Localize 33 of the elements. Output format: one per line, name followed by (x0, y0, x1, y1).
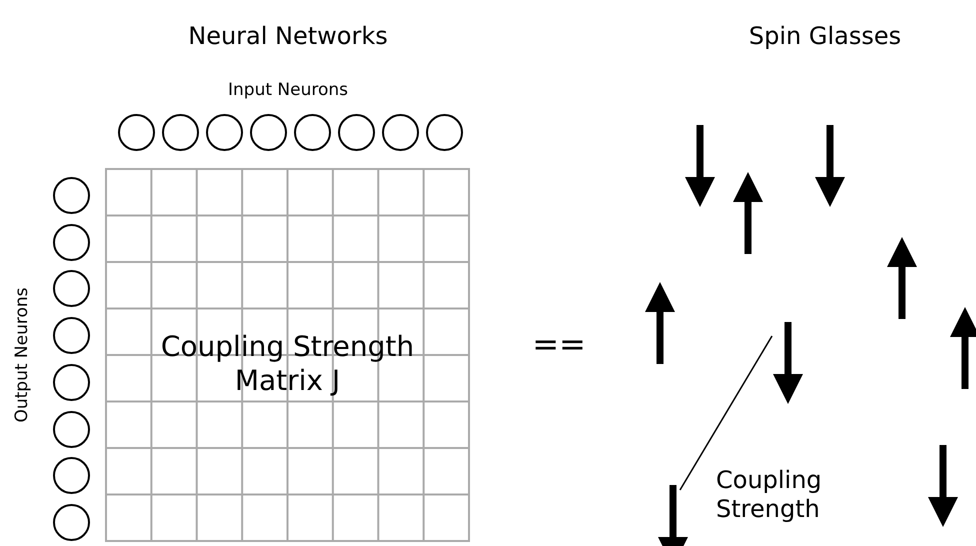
neuron-circle (294, 114, 331, 151)
neuron-circle (53, 364, 90, 401)
neuron-circle (162, 114, 199, 151)
axis-label: Input Neurons (226, 80, 350, 100)
coupling-line (679, 336, 773, 490)
spin-arrow (927, 445, 959, 527)
spin-arrow (886, 237, 918, 319)
spin-arrow (657, 485, 689, 546)
neuron-circle (53, 270, 90, 308)
neuron-circle (382, 114, 419, 151)
neuron-circle (53, 317, 90, 354)
heading: Spin Glasses (748, 22, 902, 50)
spin-arrow (814, 125, 846, 207)
matrix-label: Coupling Strength Matrix J (160, 330, 416, 398)
coupling-matrix-grid (105, 168, 470, 542)
neuron-circle (206, 114, 243, 151)
axis-label: Output Neurons (12, 286, 32, 425)
neuron-circle (53, 457, 90, 494)
spin-arrow (644, 282, 676, 364)
spin-arrow (949, 307, 976, 389)
neuron-circle (426, 114, 463, 151)
neuron-circle (250, 114, 287, 151)
neuron-circle (338, 114, 375, 151)
neuron-circle (53, 224, 90, 261)
neuron-circle (53, 177, 90, 214)
equals-sign: == (531, 325, 587, 363)
heading: Neural Networks (188, 22, 388, 50)
spin-arrow (772, 322, 804, 404)
neuron-circle (118, 114, 155, 151)
spin-arrow (732, 172, 764, 254)
neuron-circle (53, 504, 90, 541)
spin-arrow (684, 125, 716, 207)
neuron-circle (53, 410, 90, 448)
